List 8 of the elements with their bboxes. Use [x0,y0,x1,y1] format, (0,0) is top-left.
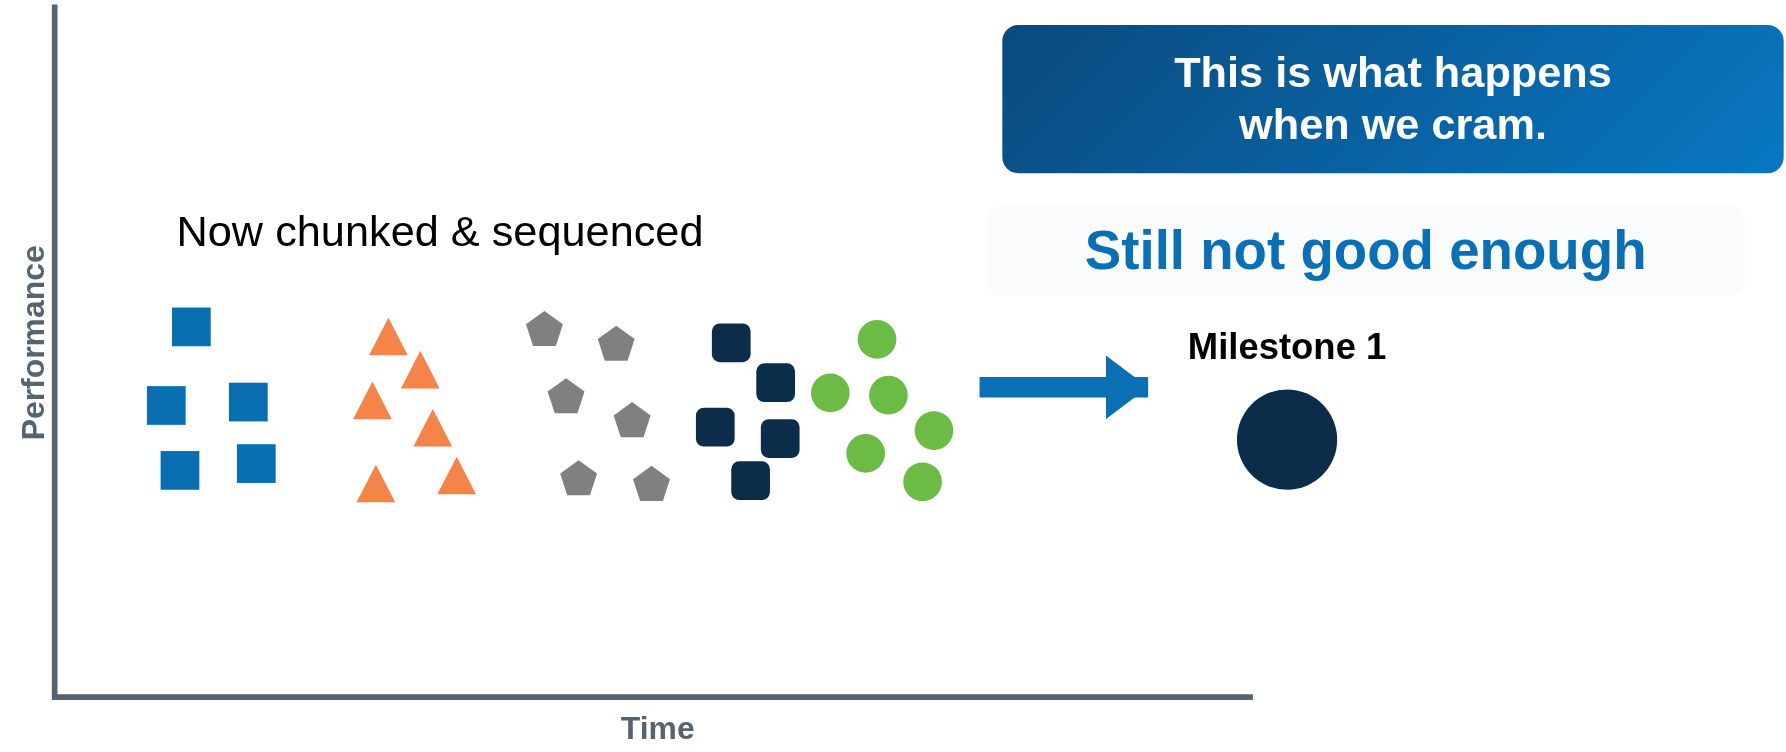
banner-text: This is what happens when we cram. [1173,47,1613,151]
milestone-label: Milestone 1 [1187,324,1387,369]
axis-label: Performance [15,244,53,443]
arrow [979,355,1149,420]
section-heading: Now chunked & sequenced [176,207,704,257]
subtitle-text: Still not good enough [1084,219,1647,283]
callout-banner [1002,25,1784,174]
axis-label: Time [620,710,695,748]
